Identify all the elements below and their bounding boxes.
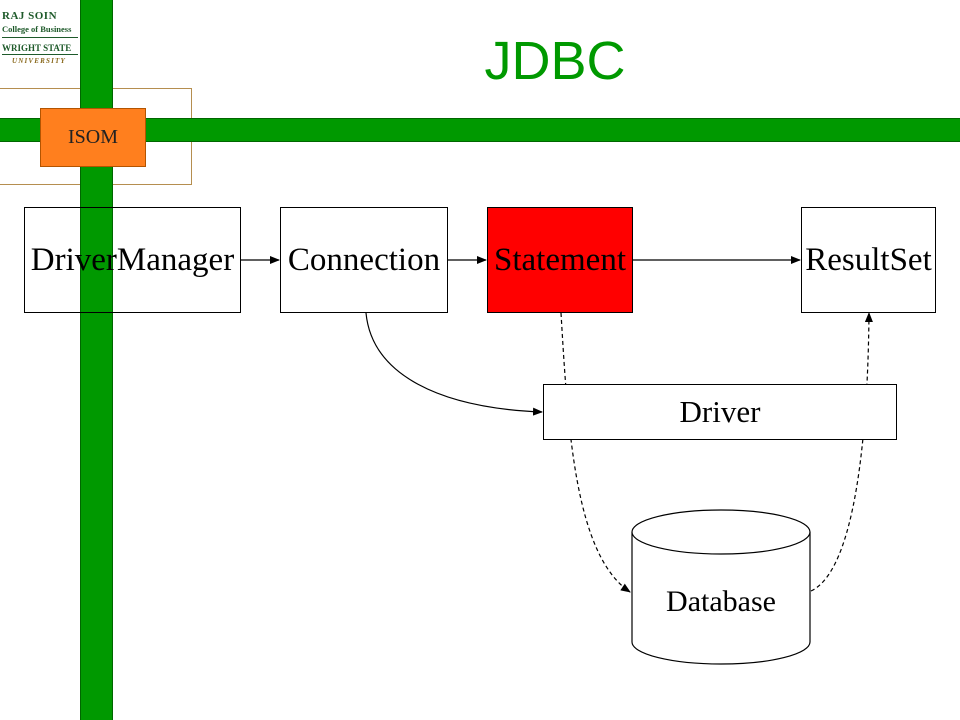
driver-box: Driver	[543, 384, 897, 440]
drivermanager-box: DriverManager	[24, 207, 241, 313]
logo-rule	[2, 37, 78, 38]
database-label: Database	[666, 585, 776, 618]
logo-line-2: College of Business	[2, 24, 72, 34]
horizontal-green-bar	[0, 118, 960, 142]
slide-title: JDBC	[484, 31, 626, 91]
logo-line-1: RAJ SOIN	[2, 10, 58, 22]
logo-line-3: WRIGHT STATE	[2, 43, 72, 53]
arrow-connection-to-driver	[365, 312, 543, 416]
resultset-box: ResultSet	[801, 207, 936, 313]
logo-rule	[2, 54, 78, 55]
database-cylinder	[631, 509, 811, 665]
connection-box: Connection	[280, 207, 448, 313]
isom-badge: ISOM	[40, 108, 146, 167]
arrow-database-to-resultset	[810, 312, 873, 592]
arrow-statement-to-database	[560, 312, 631, 593]
college-logo: RAJ SOIN College of Business WRIGHT STAT…	[0, 0, 78, 78]
logo-line-4: UNIVERSITY	[12, 57, 67, 65]
statement-box: Statement	[487, 207, 633, 313]
